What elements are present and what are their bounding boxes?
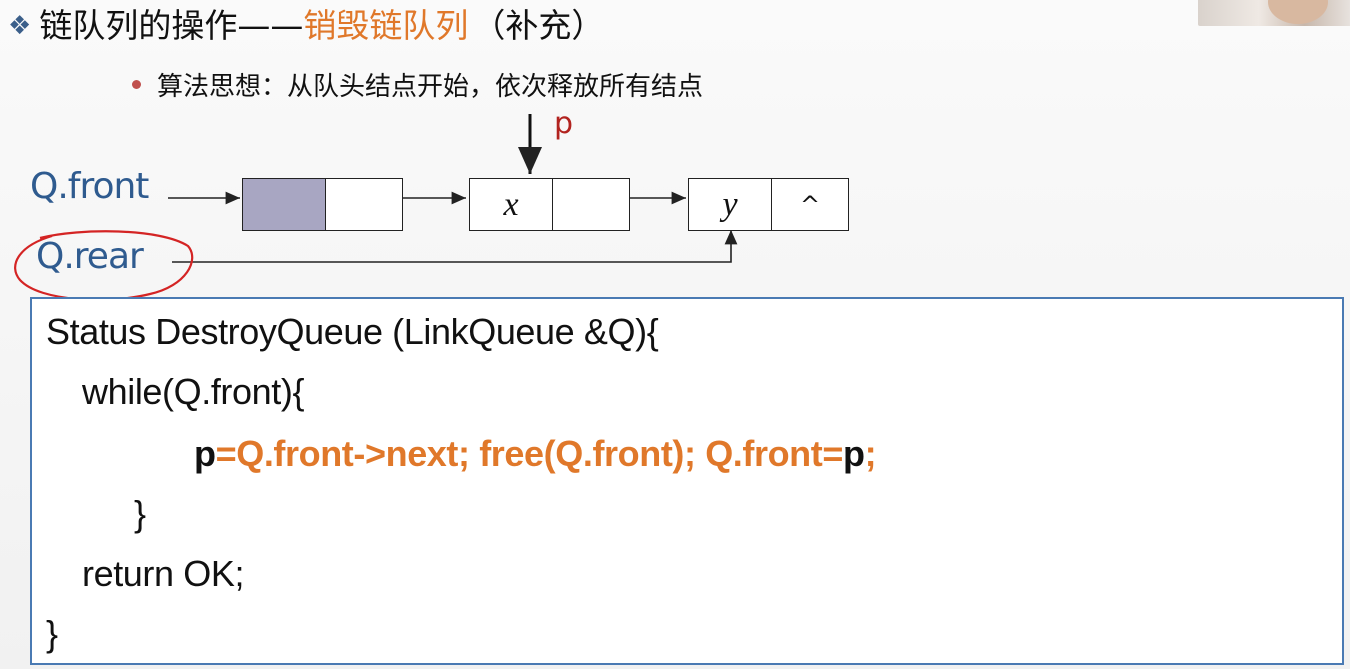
diamond-bullet-icon: ❖	[8, 11, 32, 41]
code-line-signature: Status DestroyQueue (LinkQueue &Q){	[46, 311, 659, 352]
title-main-text: 链队列的操作——	[39, 6, 304, 45]
code-line-body: p=Q.front->next; free(Q.front); Q.front=…	[194, 433, 877, 475]
webcam-thumbnail	[1198, 0, 1350, 26]
algorithm-idea-text: 算法思想：从队头结点开始，依次释放所有结点	[157, 71, 704, 102]
code-line-while: while(Q.front){	[82, 371, 305, 412]
code-token-p: p	[194, 433, 216, 474]
title-accent-text: 销毁链队列	[303, 6, 469, 45]
bullet-dot-icon	[132, 79, 141, 89]
rear-arrow	[172, 230, 738, 263]
null-marker: ^	[799, 190, 821, 219]
linked-queue-diagram: Q.front Q.rear p x y ^	[0, 100, 900, 310]
rear-annotation-circle	[14, 230, 194, 301]
code-line-return: return OK;	[82, 553, 245, 594]
algorithm-idea: 算法思想：从队头结点开始，依次释放所有结点	[132, 62, 703, 106]
slide-title: ❖ 链队列的操作—— 销毁链队列 （补充）	[8, 2, 604, 50]
q-front-label: Q.front	[30, 166, 149, 207]
code-block: Status DestroyQueue (LinkQueue &Q){ whil…	[30, 297, 1344, 665]
node-y-next: ^	[771, 178, 849, 231]
node-x-next	[552, 178, 630, 231]
code-token-free: =Q.front->next; free(Q.front); Q.front=	[215, 433, 844, 474]
node-x-data: x	[469, 178, 553, 231]
pointer-p-label: p	[554, 106, 574, 141]
code-token-semicolon: ;	[864, 433, 877, 474]
head-node-next	[325, 178, 403, 231]
node-x-value: x	[503, 185, 519, 223]
code-line-close-func: }	[46, 613, 58, 654]
code-token-p-end: p	[842, 433, 865, 474]
node-y-data: y	[688, 178, 772, 231]
head-node-data	[242, 178, 326, 231]
code-line-close-while: }	[134, 493, 146, 534]
title-suffix-text: （补充）	[472, 6, 605, 45]
node-y-value: y	[722, 185, 738, 223]
q-rear-label: Q.rear	[36, 236, 144, 277]
webcam-face	[1268, 0, 1328, 24]
